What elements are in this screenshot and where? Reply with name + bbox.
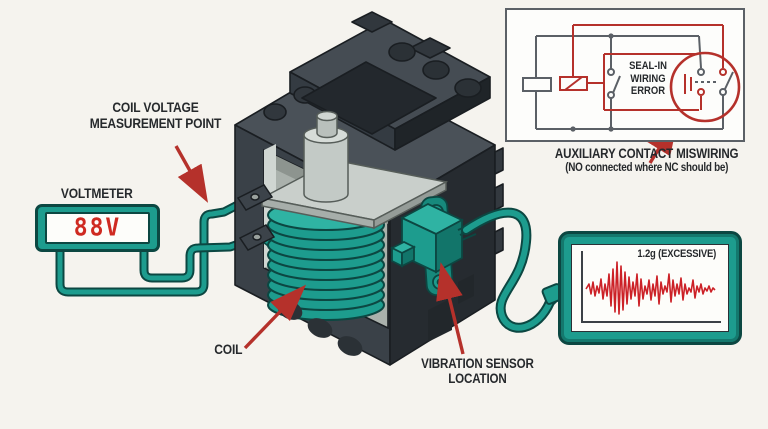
seal-in-error-text: SEAL-IN WIRING ERROR [629,60,667,98]
vibration-display-screen: 1.2g (EXCESSIVE) [571,244,729,332]
arrow-measurement-point [174,145,209,203]
voltmeter-display: 88V [45,212,150,244]
vibration-display-device: 1.2g (EXCESSIVE) [558,231,742,345]
sensor-cable [461,207,565,333]
wiring-diagram [522,24,741,132]
plunger [259,110,449,230]
aux-contact-miswiring-subtitle: (NO connected where NC should be) [565,162,729,174]
vibration-waveform [581,251,721,323]
vibration-sensor-label: VIBRATION SENSOR LOCATION [420,356,534,387]
voltmeter-reading: 88V [73,213,122,242]
coil-voltage-label: COIL VOLTAGE MEASUREMENT POINT [89,99,221,131]
voltmeter-wires [55,193,261,297]
wiring-diagram-inset: SEAL-IN WIRING ERROR [505,8,745,142]
voltmeter-label: VOLTMETER [61,185,133,201]
aux-contact-miswiring-title: AUXILIARY CONTACT MISWIRING [555,146,739,161]
terminal-lugs [236,184,276,251]
vibration-reading: 1.2g (EXCESSIVE) [637,248,717,260]
arrow-coil [243,284,307,350]
coil-label: COIL [213,341,243,357]
arrow-vibration-sensor [436,262,465,355]
voltmeter-device: 88V [35,204,160,252]
seal-in-error-label: SEAL-IN WIRING ERROR [609,60,687,98]
